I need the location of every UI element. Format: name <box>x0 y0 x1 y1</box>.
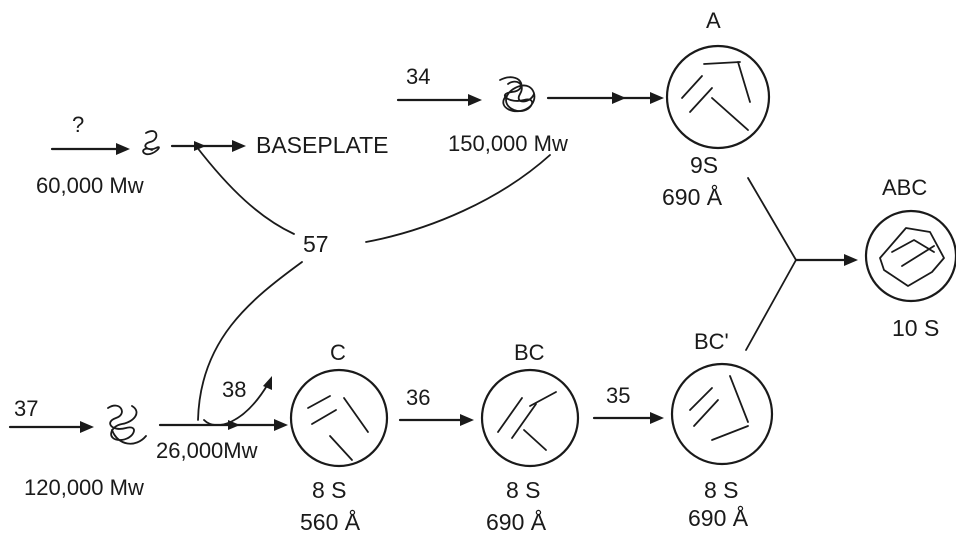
node-bc-title: BC <box>514 340 545 365</box>
gene-label-35: 35 <box>606 383 630 408</box>
node-bcp-length: 690 Å <box>688 504 749 531</box>
protein-coil-120000-icon <box>107 404 147 445</box>
arrow-to-baseplate <box>170 140 246 152</box>
node-a-sedimentation: 9S <box>690 152 718 178</box>
node-bcp-title: BC' <box>694 329 729 354</box>
curve-57-links <box>195 145 551 421</box>
mw-label-120000: 120,000 Mw <box>24 475 144 500</box>
baseplate-label: BASEPLATE <box>256 132 389 158</box>
node-abc-circle <box>864 209 956 303</box>
mw-label-26000: 26,000Mw <box>156 438 258 463</box>
node-bc-sedimentation: 8 S <box>506 477 541 503</box>
arrow-to-a <box>546 92 664 104</box>
node-a-circle <box>665 44 771 150</box>
arrow-gene-37 <box>8 421 94 433</box>
node-abc-sedimentation: 10 S <box>892 315 939 341</box>
node-abc-title: ABC <box>882 175 927 200</box>
node-bcp-circle <box>670 362 774 466</box>
arrow-merge-to-abc <box>745 177 858 351</box>
arrow-gene-38 <box>203 376 272 426</box>
gene-label-34: 34 <box>406 64 430 89</box>
node-a-length: 690 Å <box>662 183 723 210</box>
gene-label-38: 38 <box>222 377 246 402</box>
mw-label-150000: 150,000 Mw <box>448 131 568 156</box>
arrow-gene-34 <box>396 94 482 106</box>
node-a-title: A <box>706 8 721 33</box>
node-c-circle <box>289 368 389 468</box>
gene-label-unknown: ? <box>72 112 84 137</box>
node-c-sedimentation: 8 S <box>312 477 347 503</box>
gene-label-36: 36 <box>406 385 430 410</box>
node-bc-length: 690 Å <box>486 508 547 533</box>
node-bc-circle <box>480 368 580 468</box>
protein-coil-150000-icon <box>499 76 536 113</box>
gene-label-37: 37 <box>14 396 38 421</box>
mw-label-60000: 60,000 Mw <box>36 173 144 198</box>
node-bcp-sedimentation: 8 S <box>704 477 739 503</box>
arrow-unknown-gene <box>50 143 130 155</box>
node-c-length: 560 Å <box>300 508 361 533</box>
gene-label-57: 57 <box>303 231 329 257</box>
arrow-gene-36 <box>398 414 474 426</box>
arrow-gene-35 <box>592 412 664 424</box>
node-c-title: C <box>330 340 346 365</box>
protein-coil-60000-icon <box>142 130 160 156</box>
